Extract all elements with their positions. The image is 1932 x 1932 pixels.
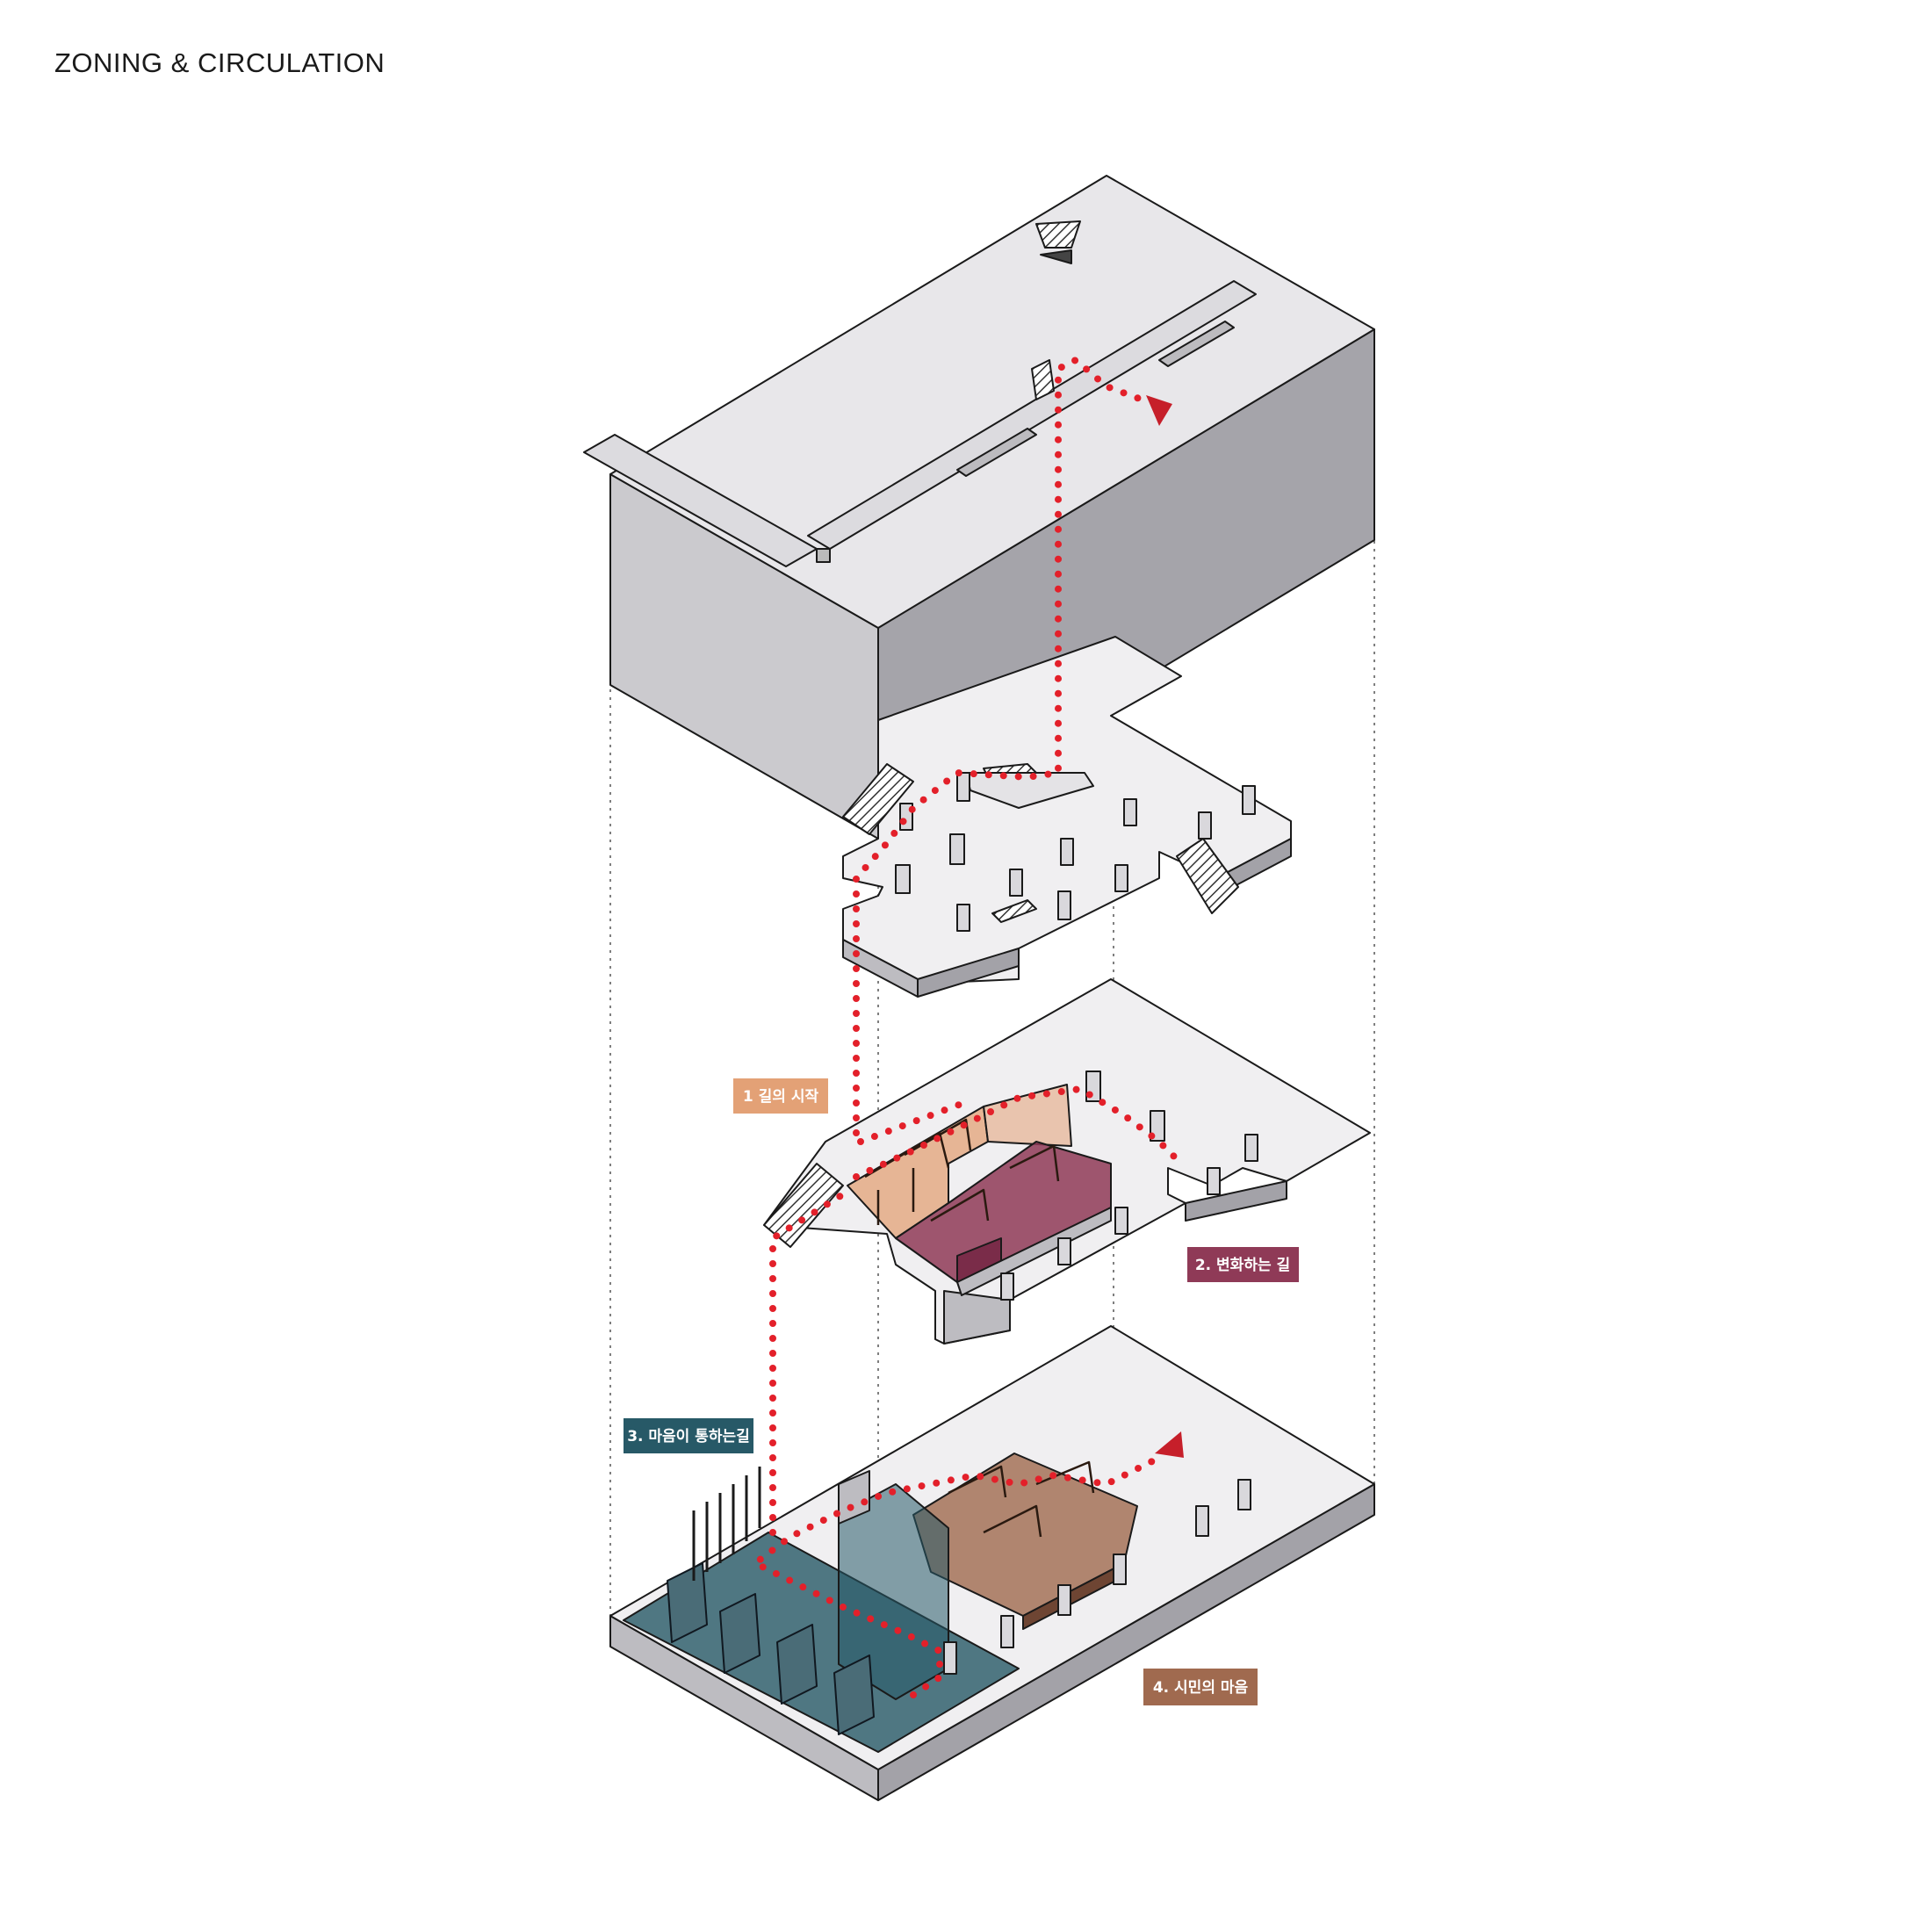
zone-label-4: 4. 시민의 마음	[1143, 1669, 1258, 1705]
zone-label-4-text: 4. 시민의 마음	[1153, 1679, 1249, 1697]
ground-floor-plate	[609, 1325, 1375, 1801]
arrow-up-top	[1146, 395, 1172, 426]
zone-label-2: 2. 변화하는 길	[1187, 1247, 1299, 1282]
zone-label-3: 3. 마음이 통하는길	[624, 1418, 753, 1453]
zone-label-1-bg	[733, 1078, 828, 1114]
arrow-up-ground	[1155, 1431, 1184, 1458]
middle-floor-plate	[763, 978, 1371, 1344]
upper-floor-plate	[842, 636, 1292, 998]
zone-label-2-text: 2. 변화하는 길	[1195, 1257, 1290, 1274]
zone-label-3-bg	[624, 1418, 753, 1453]
zone-label-2-bg	[1187, 1247, 1299, 1282]
zone-label-1: 1 길의 시작	[733, 1078, 828, 1114]
diagram-title: ZONING & CIRCULATION	[54, 47, 386, 78]
zone-label-1-text: 1 길의 시작	[743, 1088, 819, 1106]
zone-label-4-bg	[1143, 1669, 1258, 1705]
circulation-arrows	[1146, 395, 1184, 1458]
zone-label-3-text: 3. 마음이 통하는길	[627, 1428, 750, 1445]
circulation-path	[748, 356, 1180, 1698]
